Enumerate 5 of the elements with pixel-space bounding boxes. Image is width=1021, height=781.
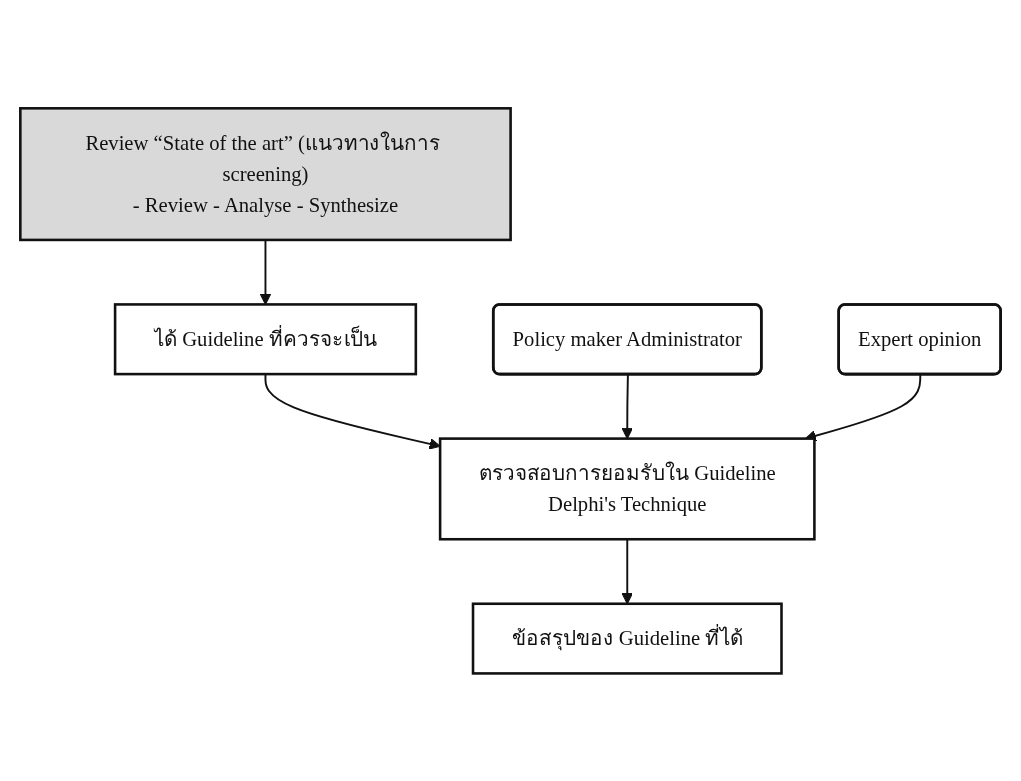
arrow (621, 373, 633, 439)
node-box: ข้อสรุปของ Guideline ที่ได้ (471, 602, 783, 675)
node-box: Review “State of the art” (แนวทางในการ screening) - Review - Analyse - Synthesize (19, 106, 512, 241)
node-box: ตรวจสอบการยอมรับใน Guideline Delphi's Technique (438, 436, 816, 541)
arrow (804, 373, 922, 441)
